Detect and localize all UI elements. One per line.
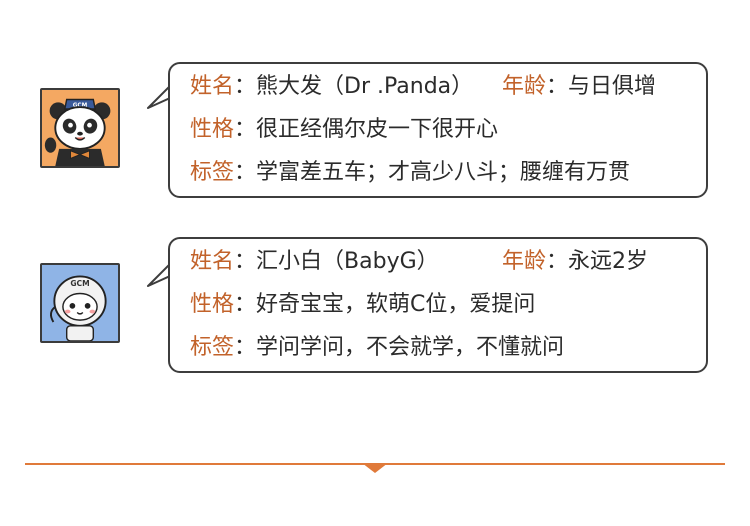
tag-line: 标签：学富差五车；才高少八斗；腰缠有万贯 xyxy=(190,160,631,185)
divider-arrow-icon xyxy=(362,463,388,475)
avatar-badge-text: GCM xyxy=(73,103,88,109)
age-line: 年龄：永远2岁 xyxy=(502,249,649,274)
name-line: 姓名：熊大发（Dr .Panda） xyxy=(190,74,474,99)
panda-avatar-icon: GCM xyxy=(40,88,120,168)
trait-line: 性格：好奇宝宝，软萌C位，爱提问 xyxy=(190,292,536,317)
trait-key: 性格 xyxy=(190,117,235,142)
age-value: 与日俱增 xyxy=(568,74,657,99)
avatar-badge-text: GCM xyxy=(70,279,89,288)
age-value: 永远2岁 xyxy=(568,249,649,274)
tag-value: 学富差五车；才高少八斗；腰缠有万贯 xyxy=(256,160,631,185)
robot-avatar-icon: GCM xyxy=(40,263,120,343)
trait-key: 性格 xyxy=(190,292,235,317)
tag-line: 标签：学问学问，不会就学，不懂就问 xyxy=(190,335,565,360)
age-key: 年龄 xyxy=(502,249,547,274)
name-line: 姓名：汇小白（BabyG） xyxy=(190,249,439,274)
trait-value: 好奇宝宝，软萌C位，爱提问 xyxy=(256,292,536,317)
bubble-tail xyxy=(146,262,170,288)
profile-card-panda: 姓名：熊大发（Dr .Panda） 年龄：与日俱增 性格：很正经偶尔皮一下很开心… xyxy=(168,62,708,198)
name-key: 姓名 xyxy=(190,249,235,274)
tag-value: 学问学问，不会就学，不懂就问 xyxy=(256,335,565,360)
name-key: 姓名 xyxy=(190,74,235,99)
name-value: 熊大发（Dr .Panda） xyxy=(256,74,474,99)
age-key: 年龄 xyxy=(502,74,547,99)
bubble-tail xyxy=(146,84,170,110)
trait-value: 很正经偶尔皮一下很开心 xyxy=(256,117,499,142)
profile-card-babyg: 姓名：汇小白（BabyG） 年龄：永远2岁 性格：好奇宝宝，软萌C位，爱提问 标… xyxy=(168,237,708,373)
name-value: 汇小白（BabyG） xyxy=(256,249,439,274)
age-line: 年龄：与日俱增 xyxy=(502,74,657,99)
trait-line: 性格：很正经偶尔皮一下很开心 xyxy=(190,117,499,142)
tag-key: 标签 xyxy=(190,160,235,185)
tag-key: 标签 xyxy=(190,335,235,360)
